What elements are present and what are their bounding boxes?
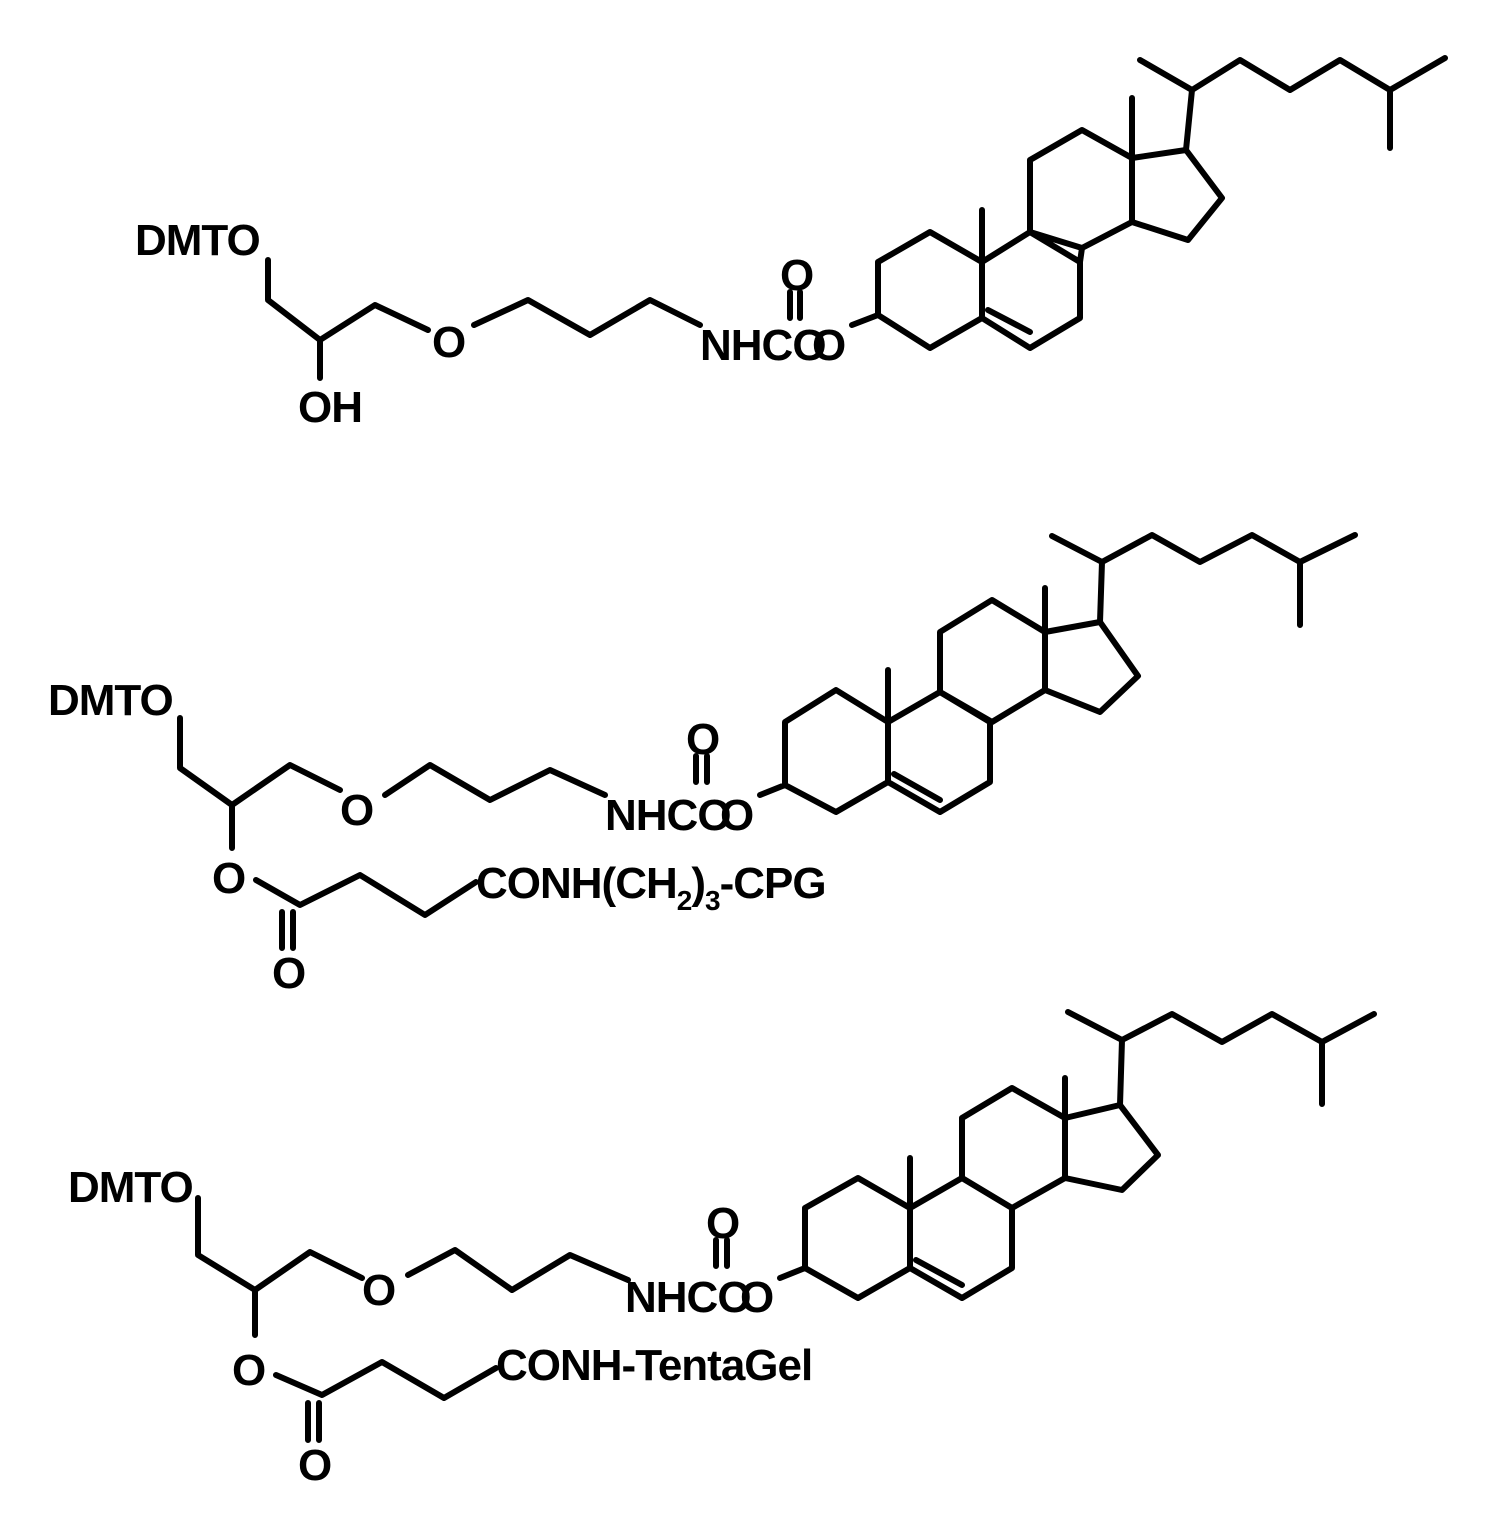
ester-oxygen-label: O [720, 791, 753, 840]
linker-carbonyl-bonds [282, 912, 293, 948]
structure-3: DMTO O NHCO O O O O CONH-TentaGel [68, 1012, 1374, 1490]
dmto-label: DMTO [68, 1163, 193, 1212]
linker-oxygen-label: O [212, 854, 245, 903]
carbamate-label: NHCO [700, 321, 826, 370]
dmto-label: DMTO [48, 676, 173, 725]
dmto-label: DMTO [135, 216, 260, 265]
structure-2: DMTO O NHCO O O O O CONH(CH2)3-CPG [48, 535, 1355, 998]
carbamate-label: NHCO [605, 791, 731, 840]
steroid-ring-bonds [760, 535, 1355, 812]
hydroxyl-label: OH [298, 383, 362, 432]
carbamate-label: NHCO [625, 1273, 751, 1322]
ether-oxygen-label: O [362, 1266, 395, 1315]
paren-close: ) [691, 859, 705, 908]
support-prefix: CONH(CH [476, 859, 677, 908]
steroid-ring-bonds [780, 1012, 1374, 1298]
linker-chain-bonds [268, 260, 700, 378]
ether-oxygen-label: O [340, 786, 373, 835]
ether-oxygen-label: O [432, 318, 465, 367]
ester-oxygen-label: O [812, 321, 845, 370]
linker-oxygen-label: O [232, 1346, 265, 1395]
structure-1: DMTO O OH NHCO O O [135, 58, 1445, 432]
linker-carbonyl-bonds [308, 1403, 319, 1440]
carbonyl-oxygen-label: O [706, 1199, 739, 1248]
subscript-3: 3 [705, 885, 720, 916]
steroid-ring-bonds [852, 58, 1445, 348]
linker-carbonyl-oxygen-label: O [298, 1441, 331, 1490]
ester-oxygen-label: O [740, 1273, 773, 1322]
carbonyl-oxygen-label: O [686, 715, 719, 764]
solid-support-label: CONH(CH2)3-CPG [476, 859, 826, 916]
linker-carbonyl-oxygen-label: O [272, 949, 305, 998]
carbonyl-oxygen-label: O [780, 251, 813, 300]
subscript-2: 2 [677, 885, 692, 916]
support-suffix: -CPG [720, 859, 826, 908]
solid-support-label: CONH-TentaGel [496, 1341, 812, 1390]
